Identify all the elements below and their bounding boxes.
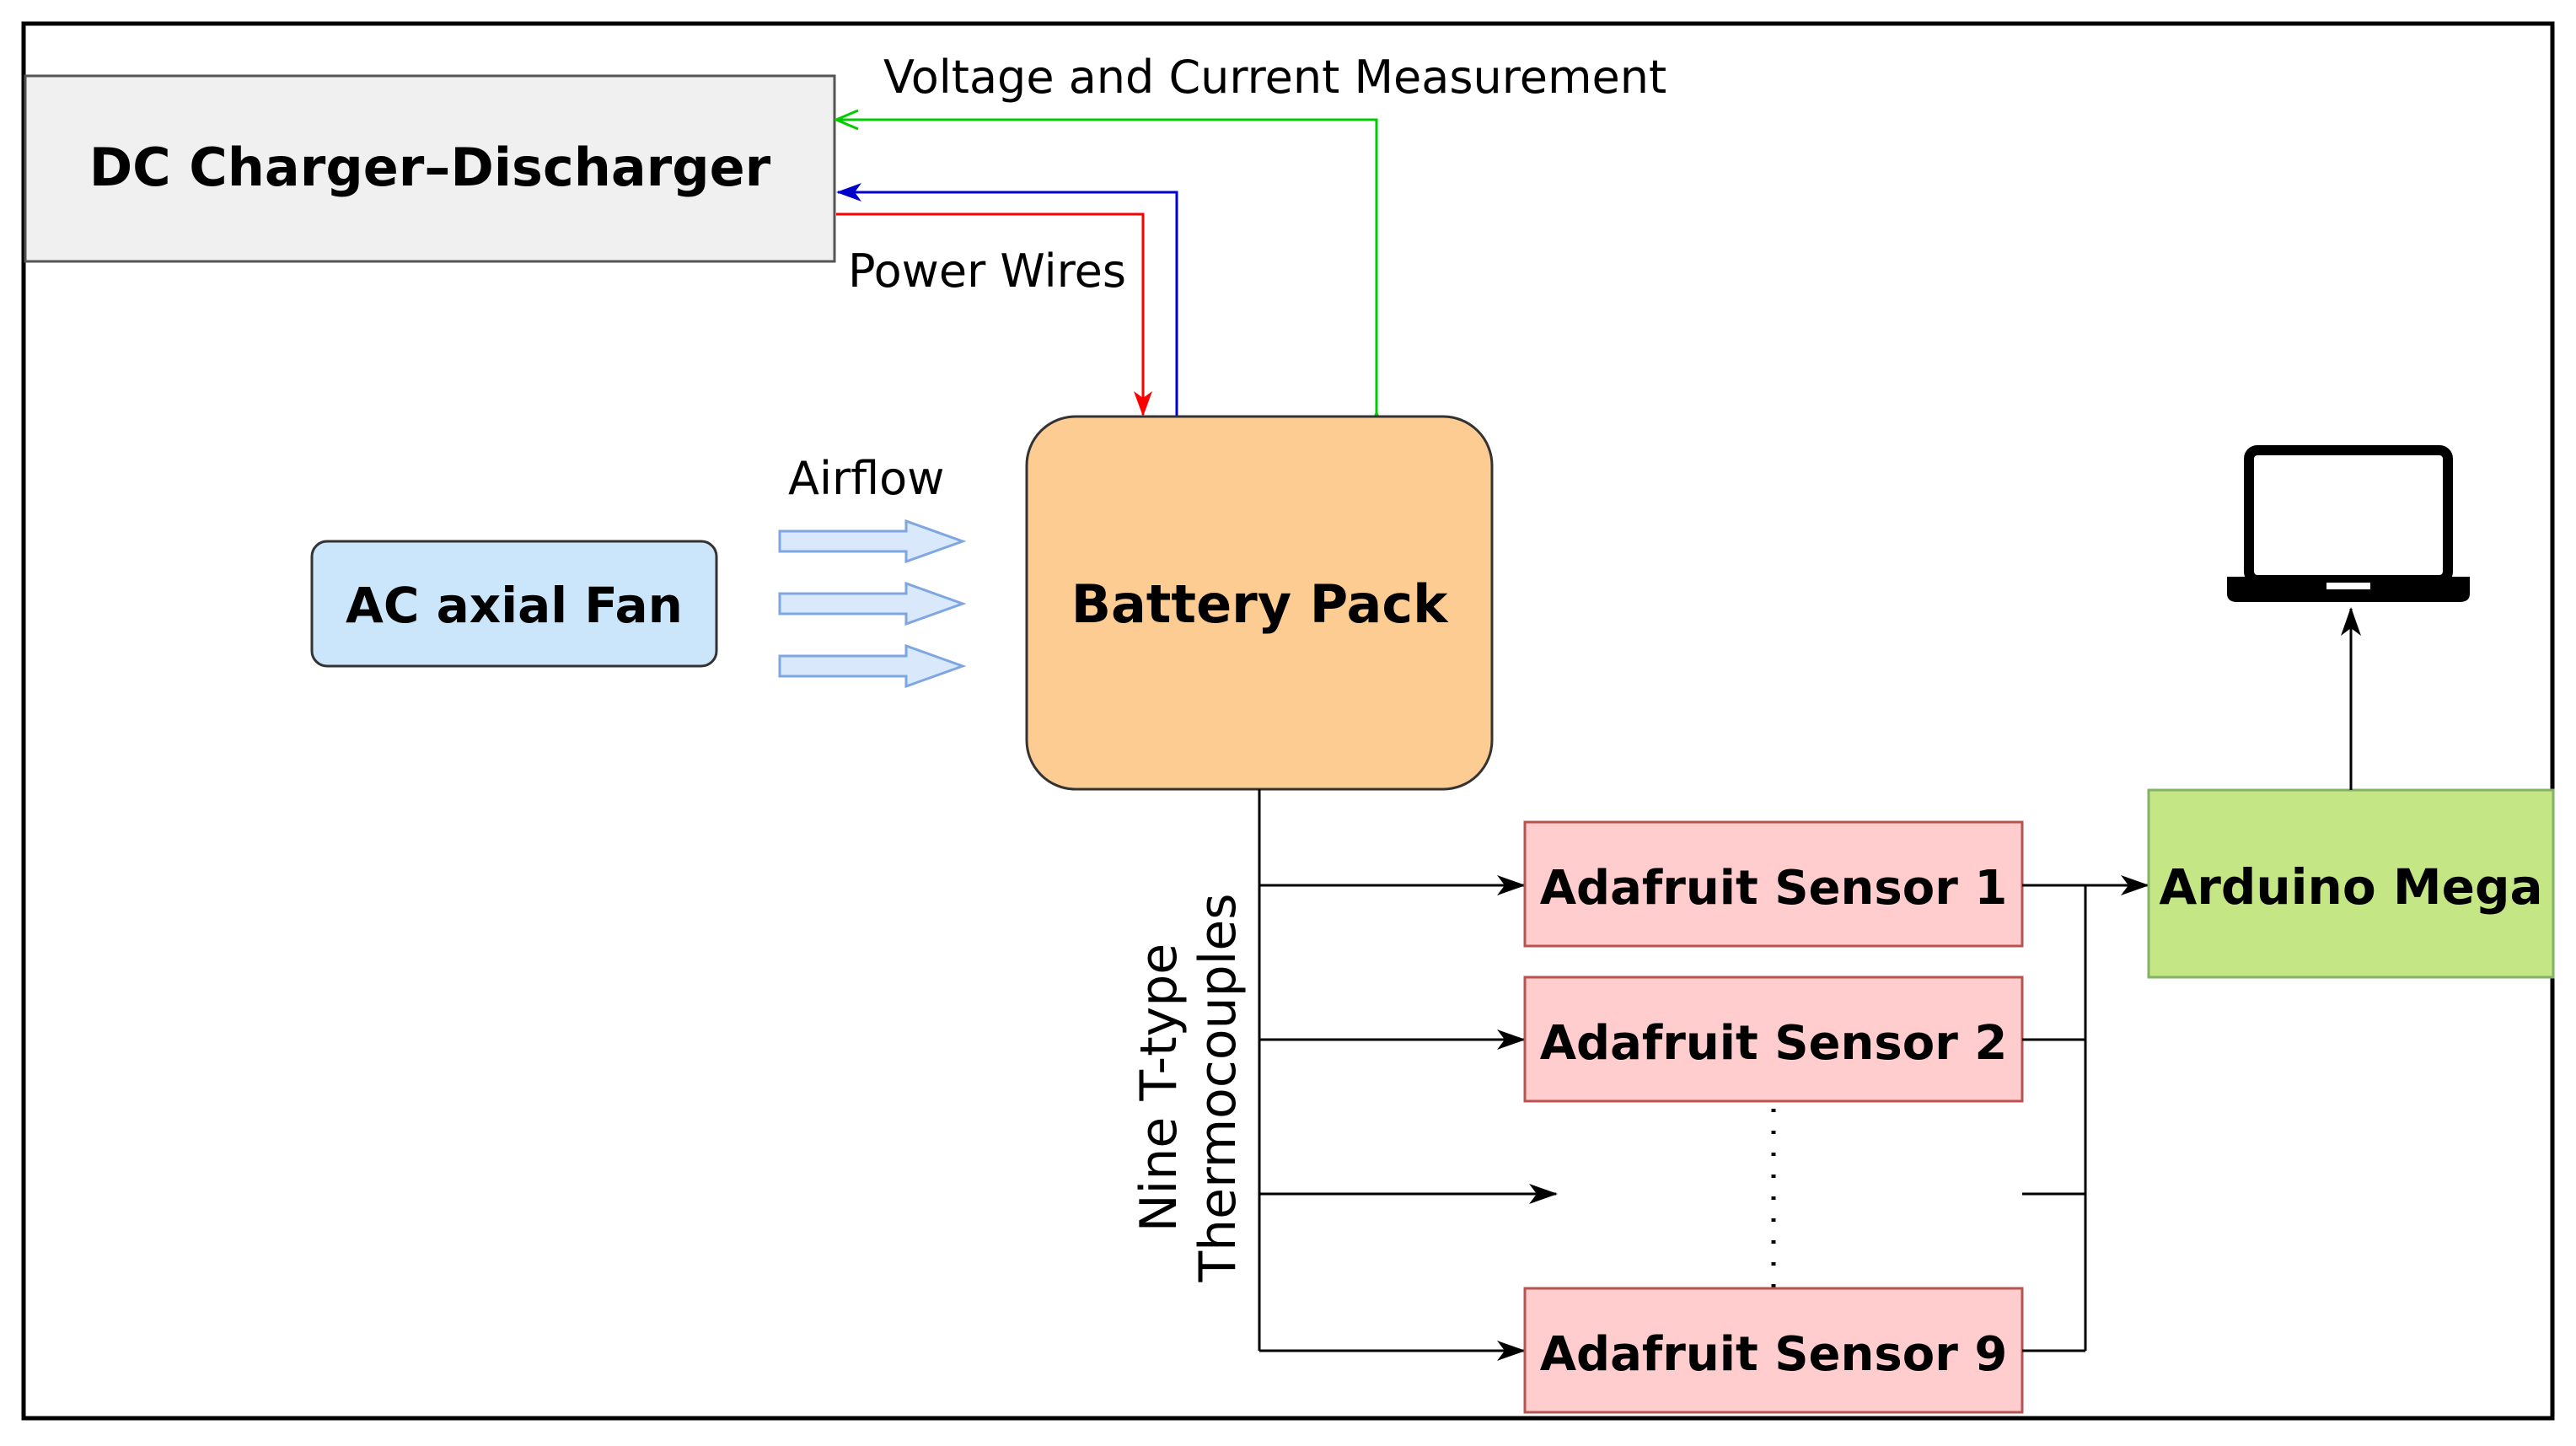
sensor-9-label: Adafruit Sensor 9	[1540, 1327, 2008, 1382]
sensor-1: Adafruit Sensor 1	[1523, 820, 2024, 948]
power-wires: Power Wires	[836, 183, 1178, 417]
sensor-9: Adafruit Sensor 9	[1523, 1287, 2024, 1414]
thermocouple-bus: Nine T-type Thermocouples	[1130, 789, 1558, 1361]
sensor-1-label: Adafruit Sensor 1	[1540, 861, 2008, 916]
airflow-arrow-1	[778, 519, 967, 564]
power-wire-positive	[836, 212, 1152, 417]
sensor-2-box	[1523, 976, 2024, 1103]
measurement-label: Voltage and Current Measurement	[883, 51, 1666, 104]
charger-label: DC Charger–Discharger	[89, 137, 771, 198]
thermocouple-label-line2: Thermocouples	[1189, 893, 1248, 1282]
laptop-trackpad	[2326, 583, 2370, 589]
laptop-screen	[2244, 445, 2453, 585]
sensor-9-box	[1523, 1287, 2024, 1414]
arduino-block: Arduino Mega	[2147, 788, 2555, 979]
airflow: Airflow	[778, 452, 967, 689]
thermocouple-label-line1: Nine T-type	[1130, 943, 1189, 1232]
airflow-arrow-3	[778, 643, 967, 689]
sensor-2-label: Adafruit Sensor 2	[1540, 1016, 2008, 1071]
sensor-1-box	[1523, 820, 2024, 948]
sensor-bus	[2022, 875, 2149, 1352]
airflow-label: Airflow	[788, 452, 944, 505]
measurement-line: Voltage and Current Measurement	[836, 51, 1666, 413]
arduino-label: Arduino Mega	[2159, 858, 2542, 916]
laptop-icon	[2227, 445, 2470, 602]
battery-block: Battery Pack	[1025, 415, 1494, 791]
airflow-arrow-2	[778, 581, 967, 626]
sensor-2: Adafruit Sensor 2	[1523, 976, 2024, 1103]
battery-label: Battery Pack	[1071, 573, 1449, 635]
arduino-box	[2147, 788, 2555, 979]
fan-label: AC axial Fan	[346, 577, 683, 634]
charger-box	[24, 74, 836, 263]
fan-block: AC axial Fan	[310, 540, 718, 668]
fan-box	[310, 540, 718, 668]
power-wire-negative	[836, 183, 1178, 417]
measurement-wire	[836, 120, 1377, 413]
charger-block: DC Charger–Discharger	[24, 74, 836, 263]
power-wires-label: Power Wires	[848, 245, 1126, 298]
